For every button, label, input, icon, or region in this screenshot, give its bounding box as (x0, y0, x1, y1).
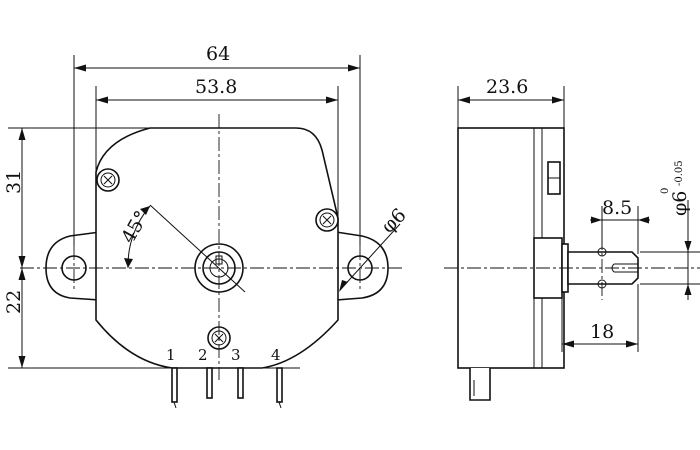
dim-lower-height: 22 (3, 290, 25, 314)
dim-shaft-length: 18 (590, 321, 614, 343)
dim-upper-height: 31 (3, 170, 25, 194)
dim-depth: 23.6 (486, 76, 528, 98)
dim-mount-width: 53.8 (195, 76, 237, 98)
terminal-pins (150, 367, 300, 409)
front-view: 1 2 3 4 (3, 43, 411, 409)
shaft-tolerance-upper: 0 (660, 188, 671, 194)
terminal-label-2: 2 (198, 346, 208, 364)
shaft-diameter-label: φ6 (669, 191, 691, 216)
hole-diameter-label: φ6 (377, 204, 411, 238)
screw-right-icon (315, 208, 339, 232)
side-view: 23.6 8.5 18 φ6 0 -0.05 (444, 76, 700, 401)
dim-overall-width: 64 (206, 43, 230, 65)
screw-top-left-icon (96, 168, 120, 192)
terminal-label-1: 1 (166, 346, 176, 364)
mounting-ear-left (45, 231, 101, 301)
dim-shaft-flat: 8.5 (602, 197, 632, 219)
shaft-tolerance-lower: -0.05 (674, 160, 685, 186)
terminal-label-4: 4 (271, 346, 281, 364)
terminal-label-3: 3 (231, 346, 241, 364)
